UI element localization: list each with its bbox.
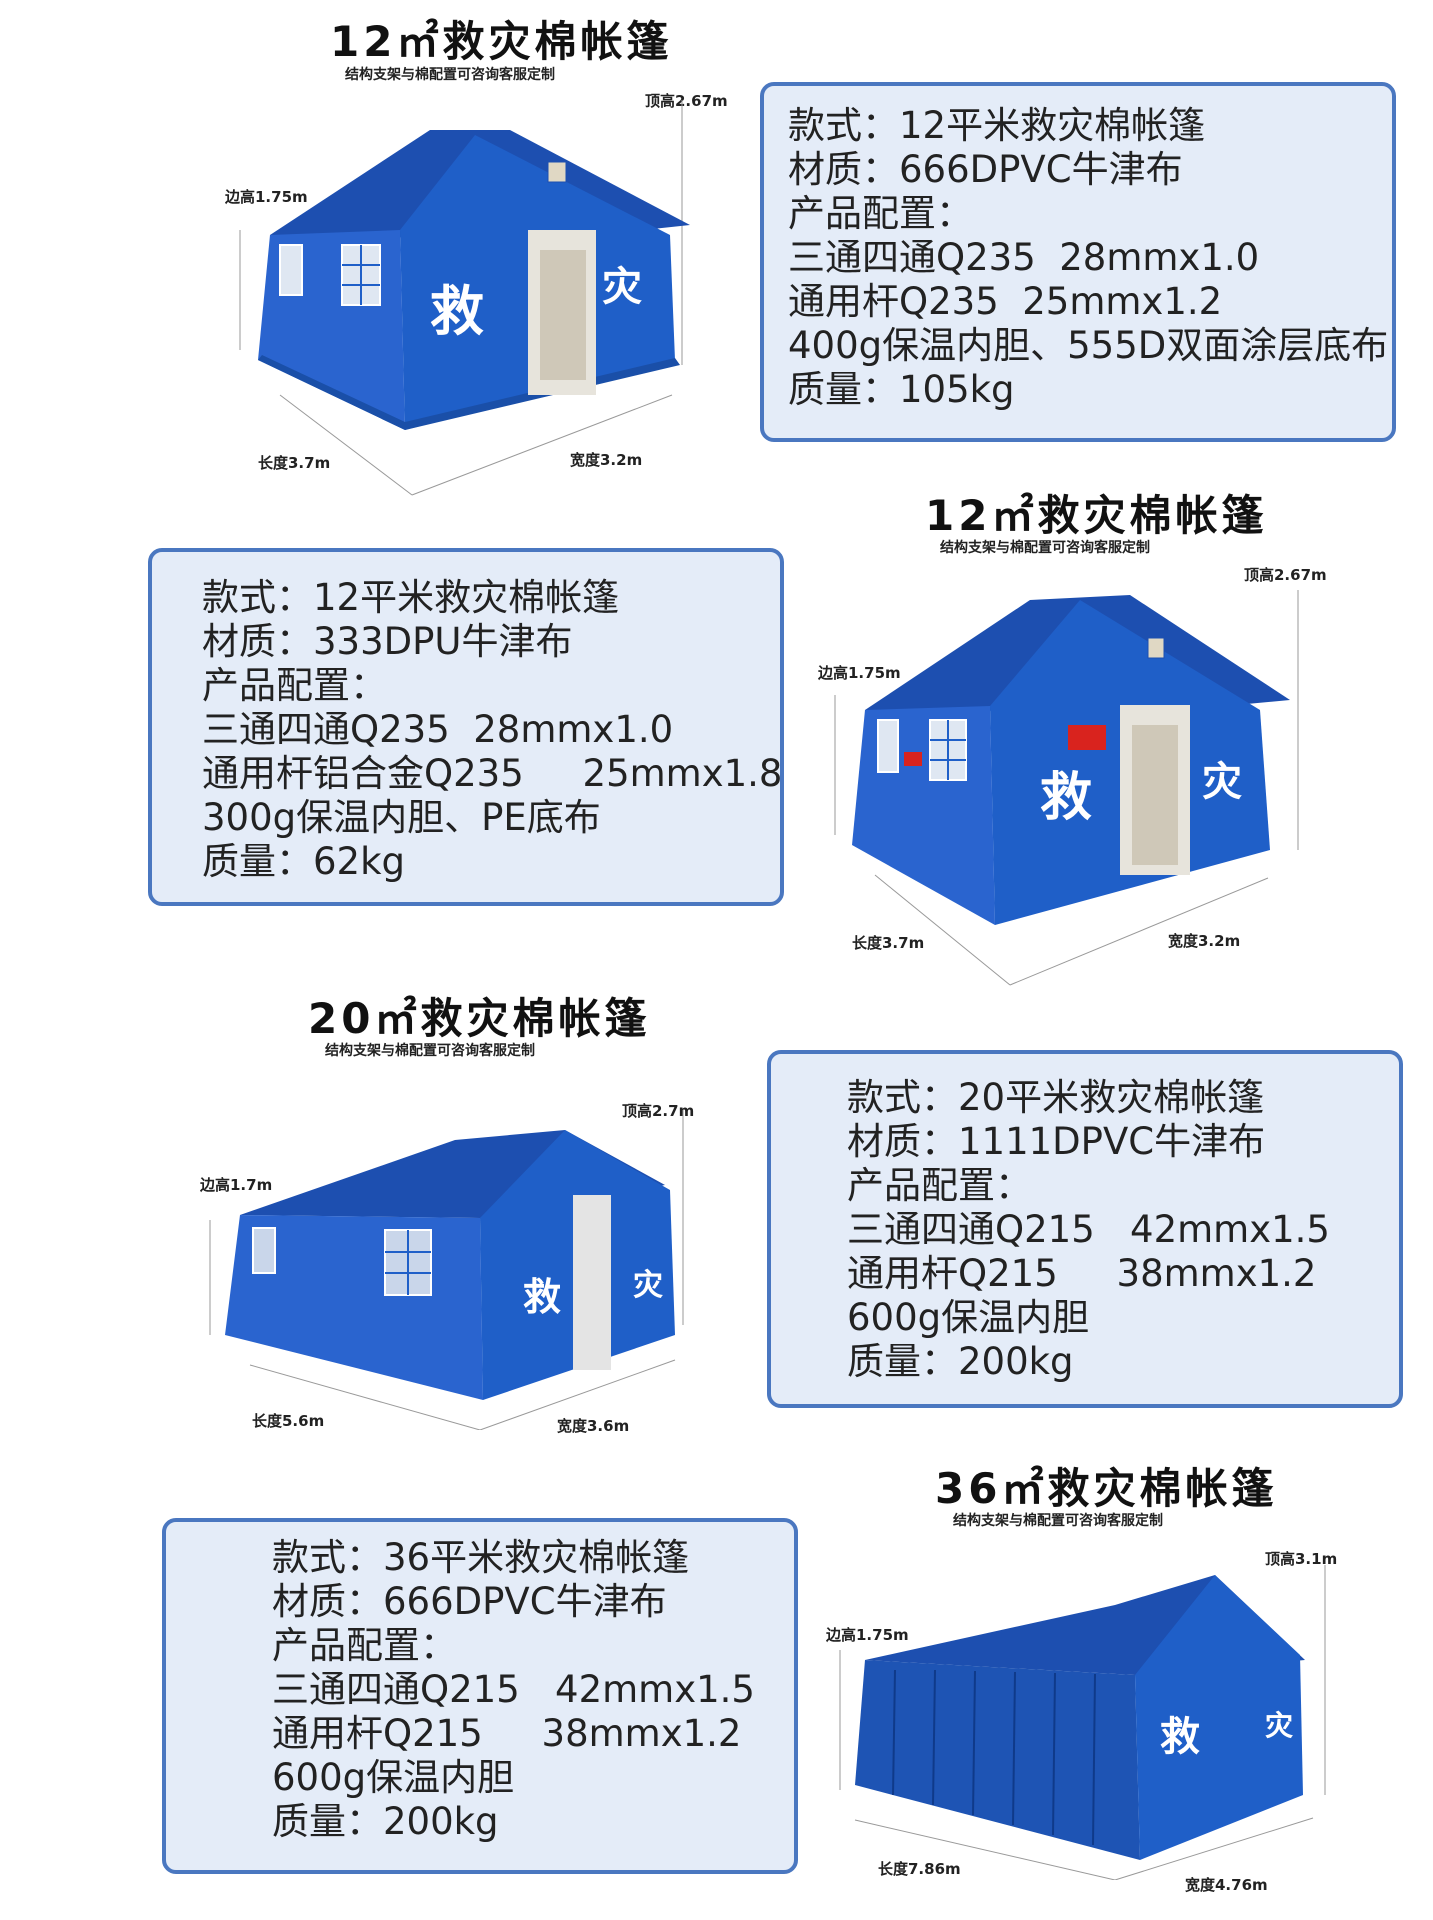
spec-liner: 600g保温内胆 (847, 1296, 1090, 1339)
dim-side-height: 边高1.75m (826, 1626, 909, 1644)
spec-material: 材质：1111DPVC牛津布 (847, 1120, 1266, 1163)
dim-top-height: 顶高2.67m (1244, 566, 1327, 584)
spec-weight: 质量：200kg (847, 1340, 1074, 1383)
tent-image: 救 灾 (209, 1110, 684, 1430)
spec-box: 款式：20平米救灾棉帐篷 材质：1111DPVC牛津布 产品配置： 三通四通Q2… (767, 1050, 1403, 1408)
spec-material: 材质：666DPVC牛津布 (272, 1580, 667, 1623)
tent-char: 救 (523, 1275, 561, 1319)
dim-top-height: 顶高3.1m (1265, 1550, 1338, 1568)
dim-length: 长度3.7m (852, 934, 925, 952)
spec-pole: 通用杆Q215 38mmx1.2 (272, 1712, 742, 1755)
spec-liner: 400g保温内胆、555D双面涂层底布 (788, 324, 1389, 367)
spec-joint: 三通四通Q235 28mmx1.0 (788, 236, 1260, 279)
spec-joint: 三通四通Q215 42mmx1.5 (272, 1668, 755, 1711)
spec-joint: 三通四通Q235 28mmx1.0 (202, 708, 674, 751)
spec-pole: 通用杆Q235 25mmx1.2 (788, 280, 1223, 323)
section-subtitle: 结构支架与棉配置可咨询客服定制 (325, 1043, 535, 1059)
tent-char: 灾 (633, 1268, 663, 1303)
spec-box: 款式：12平米救灾棉帐篷 材质：666DPVC牛津布 产品配置： 三通四通Q23… (760, 82, 1396, 442)
spec-box: 款式：36平米救灾棉帐篷 材质：666DPVC牛津布 产品配置： 三通四通Q21… (162, 1518, 798, 1874)
spec-config-label: 产品配置： (788, 192, 973, 235)
dim-side-height: 边高1.75m (225, 188, 308, 206)
spec-style: 款式：12平米救灾棉帐篷 (202, 576, 620, 619)
dim-width: 宽度3.2m (1168, 932, 1241, 950)
tent-image: 救 灾 (239, 100, 690, 496)
spec-pole: 通用杆Q215 38mmx1.2 (847, 1252, 1317, 1295)
dim-side-height: 边高1.7m (200, 1176, 273, 1194)
spec-joint: 三通四通Q215 42mmx1.5 (847, 1208, 1330, 1251)
dim-width: 宽度4.76m (1185, 1876, 1268, 1894)
dim-width: 宽度3.6m (557, 1417, 630, 1435)
tent-char: 救 (1040, 768, 1092, 828)
spec-pole: 通用杆铝合金Q235 25mmx1.8 (202, 752, 783, 795)
spec-style: 款式：36平米救灾棉帐篷 (272, 1536, 690, 1579)
spec-config-label: 产品配置： (847, 1164, 1032, 1207)
spec-style: 款式：20平米救灾棉帐篷 (847, 1076, 1265, 1119)
section-title: 36㎡救灾棉帐篷 (935, 1464, 1278, 1513)
dim-length: 长度3.7m (258, 454, 331, 472)
spec-config-label: 产品配置： (272, 1624, 457, 1667)
spec-weight: 质量：62kg (202, 840, 405, 883)
tent-char: 灾 (602, 264, 642, 310)
dim-top-height: 顶高2.7m (622, 1102, 695, 1120)
spec-weight: 质量：105kg (788, 368, 1015, 411)
dim-length: 长度5.6m (252, 1412, 325, 1430)
tent-char: 救 (430, 280, 484, 343)
spec-material: 材质：666DPVC牛津布 (788, 148, 1183, 191)
section-title: 12㎡救灾棉帐篷 (925, 491, 1268, 540)
spec-weight: 质量：200kg (272, 1800, 499, 1843)
dim-top-height: 顶高2.67m (645, 92, 728, 110)
tent-image: 救 灾 (839, 1565, 1326, 1880)
dim-length: 长度7.86m (878, 1860, 961, 1878)
tent-char: 灾 (1265, 1709, 1293, 1742)
tent-image: 救 灾 (834, 590, 1299, 986)
tent-char: 灾 (1202, 759, 1242, 805)
spec-style: 款式：12平米救灾棉帐篷 (788, 104, 1206, 147)
section-title: 12㎡救灾棉帐篷 (330, 17, 673, 66)
dim-width: 宽度3.2m (570, 451, 643, 469)
dim-side-height: 边高1.75m (818, 664, 901, 682)
section-subtitle: 结构支架与棉配置可咨询客服定制 (940, 540, 1150, 556)
spec-liner: 600g保温内胆 (272, 1756, 515, 1799)
spec-material: 材质：333DPU牛津布 (202, 620, 573, 663)
section-subtitle: 结构支架与棉配置可咨询客服定制 (345, 67, 555, 83)
tent-char: 救 (1160, 1714, 1200, 1760)
spec-liner: 300g保温内胆、PE底布 (202, 796, 601, 839)
section-subtitle: 结构支架与棉配置可咨询客服定制 (953, 1513, 1163, 1529)
section-title: 20㎡救灾棉帐篷 (308, 994, 651, 1043)
spec-box: 款式：12平米救灾棉帐篷 材质：333DPU牛津布 产品配置： 三通四通Q235… (148, 548, 784, 906)
spec-config-label: 产品配置： (202, 664, 387, 707)
